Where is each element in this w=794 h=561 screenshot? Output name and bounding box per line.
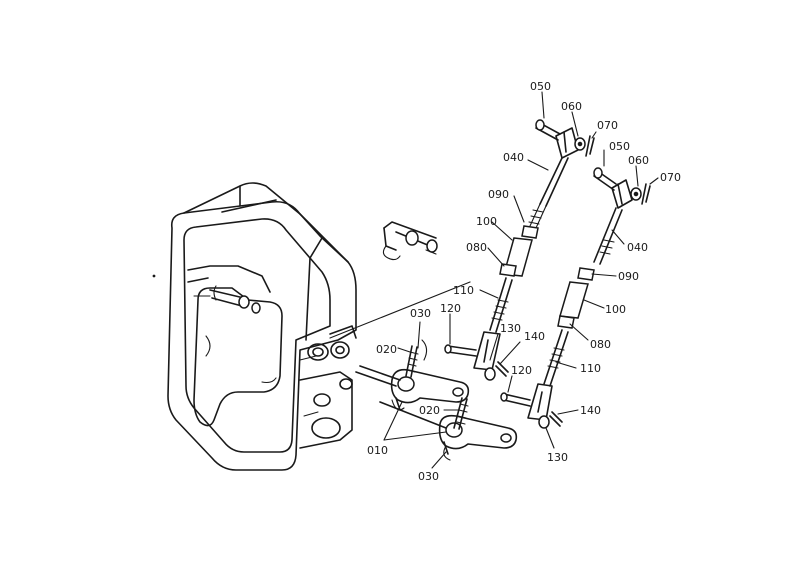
callout-070-lower: 070 [660, 171, 681, 184]
callout-110-lower: 110 [580, 362, 601, 375]
housing-case [167, 182, 357, 471]
callout-020-lower: 020 [419, 404, 440, 417]
lift-arm-lower [379, 401, 518, 455]
callout-120-upper: 120 [440, 302, 461, 315]
callout-060-upper: 060 [561, 100, 582, 113]
callout-100-upper: 100 [476, 215, 497, 228]
callout-090-upper: 090 [488, 188, 509, 201]
callout-130-lower: 130 [547, 451, 568, 464]
assembly-leader-line [329, 281, 471, 339]
callout-040-lower: 040 [627, 241, 648, 254]
callout-140-lower: 140 [580, 404, 601, 417]
callout-050-upper: 050 [530, 80, 551, 93]
callout-080-upper: 080 [466, 241, 487, 254]
lift-arm-upper [355, 365, 470, 411]
callout-labels: 050 060 070 040 050 060 070 090 100 080 … [367, 80, 681, 483]
callout-060-lower: 060 [628, 154, 649, 167]
callout-090-lower: 090 [618, 270, 639, 283]
right-lift-rod [500, 167, 651, 429]
callout-020-upper: 020 [376, 343, 397, 356]
callout-130-upper: 130 [500, 322, 521, 335]
upper-pin-assembly [382, 221, 438, 261]
callout-080-lower: 080 [590, 338, 611, 351]
callout-030-lower: 030 [418, 470, 439, 483]
callout-040-upper: 040 [503, 151, 524, 164]
spring-pin-upper [405, 339, 428, 378]
callout-100-lower: 100 [605, 303, 626, 316]
stray-dot [152, 274, 156, 278]
callout-110-upper: 110 [453, 284, 474, 297]
callout-070-upper: 070 [597, 119, 618, 132]
callout-140-upper: 140 [524, 330, 545, 343]
leader-lines [383, 91, 659, 469]
left-lift-rod [444, 119, 595, 381]
callout-030-upper: 030 [410, 307, 431, 320]
callout-010: 010 [367, 444, 388, 457]
callout-050-lower: 050 [609, 140, 630, 153]
callout-120-lower: 120 [511, 364, 532, 377]
